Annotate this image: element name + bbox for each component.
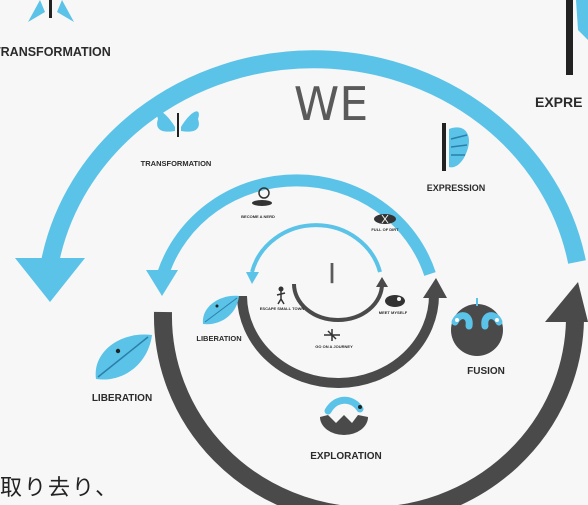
inner-gray-arc [292,283,384,322]
caterpillar-icon [320,396,368,435]
inner-blue-arc [250,223,382,273]
outer-gray-arc [153,311,584,505]
i-label: I [328,257,336,290]
outer-expression-label: EXPRE [535,94,582,110]
outer-exploration-label: EXPLORATION [310,451,381,462]
outer-liberation-label: LIBERATION [92,393,152,404]
middle-liberation-label: LIBERATION [196,334,241,343]
outer-gray-arrowhead [545,282,588,322]
middle-expression-label: EXPRESSION [427,183,486,193]
outer-blue-arrowhead [15,258,85,302]
inner-full-of-dirt-label: FULL OF DIRT [371,227,399,232]
cocoon-icon [451,298,503,356]
inner-go-on-a-journey-label: GO ON A JOURNEY [315,344,353,349]
butterfly-icon [157,111,199,137]
inner-blue-arrowhead [246,272,259,284]
fish-icon [374,214,396,224]
inner-meet-myself-label: MEET MYSELF [379,310,408,315]
inner-become-a-nerd-label: BECOME A NERD [241,214,275,219]
middle-fusion-label: FUSION [467,366,505,377]
middle-transformation-label: TRANSFORMATION [141,159,212,168]
person-icon [324,329,340,341]
inner-escape-small-town-label: ESCAPE SMALL TOWN [260,306,305,311]
leaf-icon [202,295,239,325]
middle-blue-arrowhead [146,270,178,296]
person-icon [276,286,286,305]
footer-text: 取り去り、 [0,476,120,501]
middle-gray-arc [237,293,440,388]
outer-transformation-label: TRANSFORMATION [0,45,111,59]
snail-icon [252,187,272,206]
outer-blue-arc [41,50,586,264]
bird-icon [385,295,405,307]
middle-gray-arrowhead [423,278,447,298]
butterfly-icon [28,0,74,22]
we-label: WE [294,77,369,131]
inner-gray-arrowhead [376,277,388,287]
feather-icon [442,123,469,171]
middle-blue-arc [157,174,436,276]
leaf-icon [95,334,152,380]
cocoon-icon [566,0,588,75]
